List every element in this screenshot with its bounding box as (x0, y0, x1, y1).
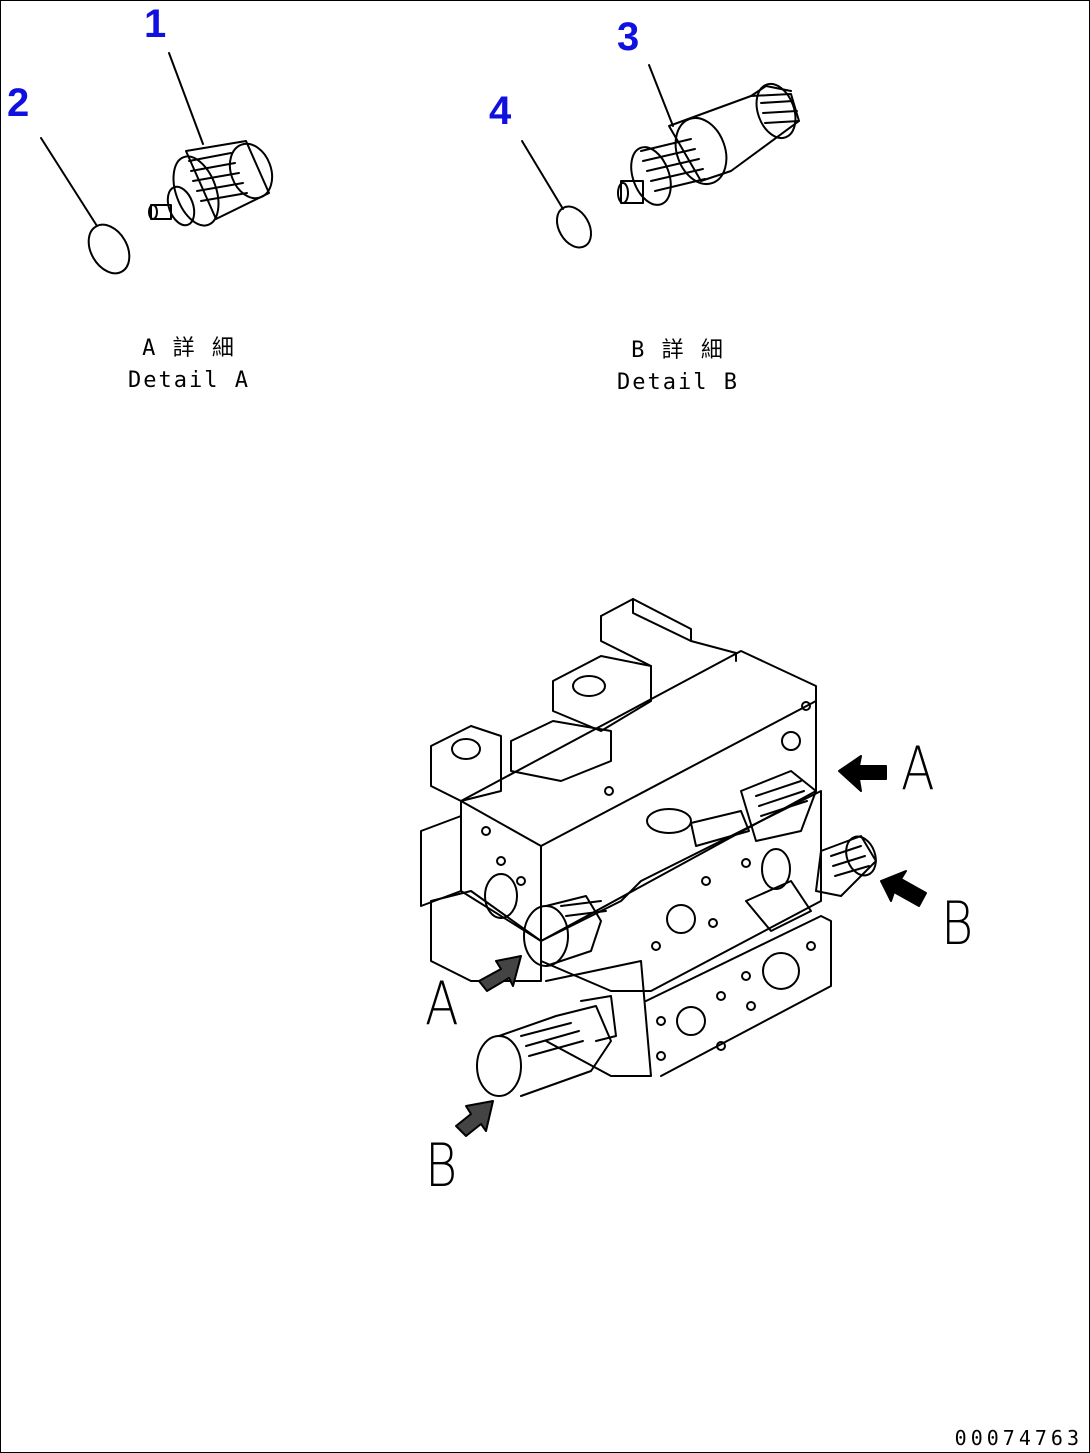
control-valve-body (420, 598, 877, 1097)
detail-b-jp: B 詳 細 (631, 338, 725, 363)
view-arrow-b-left (455, 1100, 494, 1137)
detail-a-en: Detail A (128, 368, 250, 393)
view-letter-a-right: A (901, 734, 935, 804)
view-letter-a-left: A (425, 969, 459, 1039)
callout-4: 4 (489, 89, 512, 133)
view-arrow-a-left (478, 955, 522, 992)
detail-b-caption: B 詳 細 Detail B (608, 335, 748, 399)
view-letter-b-right: B (941, 889, 974, 959)
detail-a-caption: A 詳 細 Detail A (119, 333, 259, 397)
part-3-relief-valve (617, 64, 800, 206)
view-letter-b-left: B (425, 1131, 458, 1201)
drawing-code: 00074763 (954, 1426, 1083, 1450)
part-1-relief-valve (148, 52, 274, 227)
callout-1: 1 (144, 2, 167, 46)
callout-3: 3 (617, 15, 640, 59)
detail-b-en: Detail B (617, 370, 739, 395)
detail-a-jp: A 詳 細 (142, 336, 236, 361)
part-4-o-ring (521, 140, 593, 249)
view-arrow-a-right (838, 755, 887, 792)
view-arrow-b-right (880, 870, 927, 907)
part-2-o-ring (40, 137, 131, 275)
callout-2: 2 (7, 81, 30, 125)
